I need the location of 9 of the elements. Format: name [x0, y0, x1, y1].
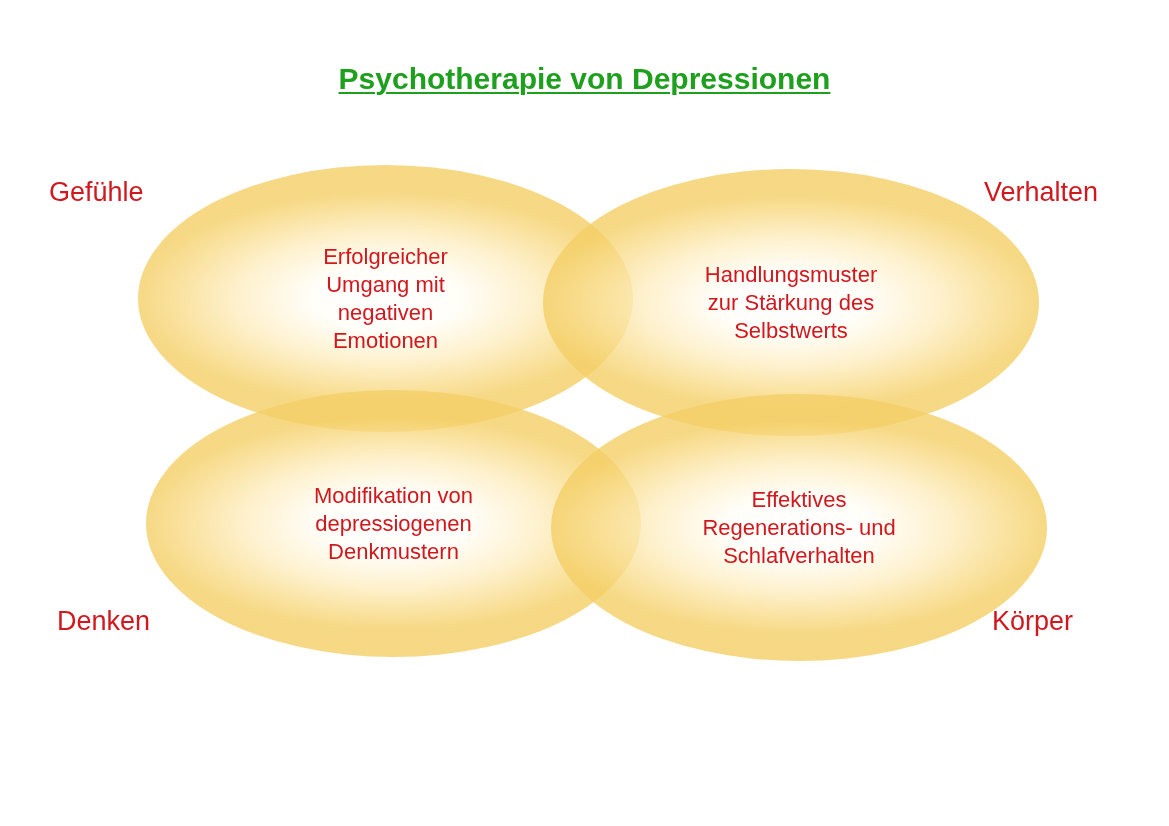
category-label: Gefühle	[49, 176, 144, 208]
category-label: Verhalten	[984, 176, 1099, 208]
ellipse-text: Modifikation von depressiogenen Denkmustern	[313, 481, 474, 566]
category-label: Körper	[992, 605, 1074, 637]
ellipse-text: Effektives Regenerations- und Schlafverhalten	[701, 485, 897, 570]
ellipse-text: Erfolgreicher Umgang mit negativen Emotionen	[322, 242, 449, 355]
ellipse-text: Handlungsmuster zur Stärkung des Selbstwerts	[703, 260, 879, 345]
category-label: Denken	[57, 605, 151, 637]
diagram-title: Psychotherapie von Depressionen	[338, 62, 831, 95]
